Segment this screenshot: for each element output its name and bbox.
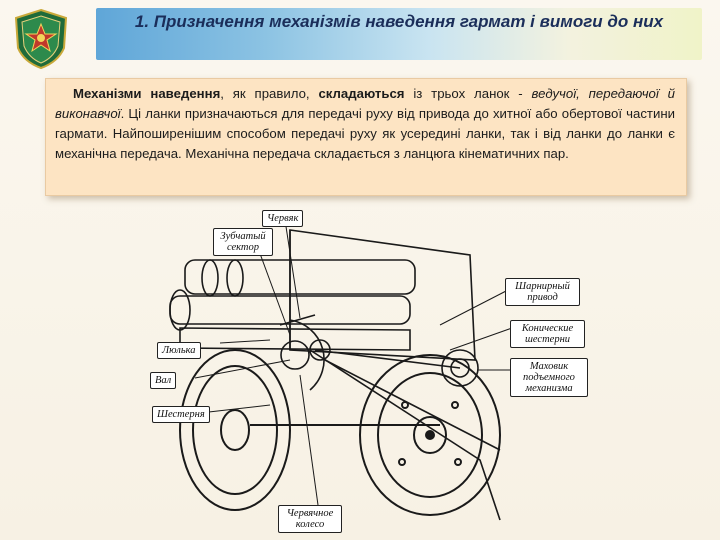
callout-cradle: Люлька: [157, 342, 201, 359]
gun-elevation-mechanism-diagram: [169, 219, 513, 521]
paragraph-segment: , як правило,: [220, 86, 319, 101]
callout-hinge-drive: Шарнирный привод: [505, 278, 580, 306]
title-bar: [96, 8, 702, 60]
paragraph-segment: ведучої, передаючої й виконавчої: [55, 86, 675, 121]
callout-handwheel: Маховик подъемного механизма: [510, 358, 588, 397]
callout-worm-wheel: Червячное колесо: [278, 505, 342, 533]
callout-shaft: Вал: [150, 372, 177, 389]
callout-gears: Шестерня: [152, 406, 210, 423]
paragraph-segment: Механізми наведення: [73, 86, 221, 101]
text-box: [45, 78, 687, 196]
paragraph-segment: . Ці ланки призначаються для передачі ру…: [55, 106, 675, 161]
military-emblem-icon: [14, 8, 68, 70]
paragraph-segment: складаються: [318, 86, 405, 101]
paragraph-segment: із трьох ланок -: [404, 86, 532, 101]
callout-worm: Червяк: [262, 210, 304, 227]
body-paragraph: Механізми наведення, як правило, складаю…: [55, 84, 675, 164]
callout-bevel-gears: Конические шестерни: [510, 320, 585, 348]
callout-gear-sector: Зубчатый сектор: [213, 228, 273, 256]
page-title: 1. Призначення механізмів наведення гарм…: [134, 12, 664, 31]
